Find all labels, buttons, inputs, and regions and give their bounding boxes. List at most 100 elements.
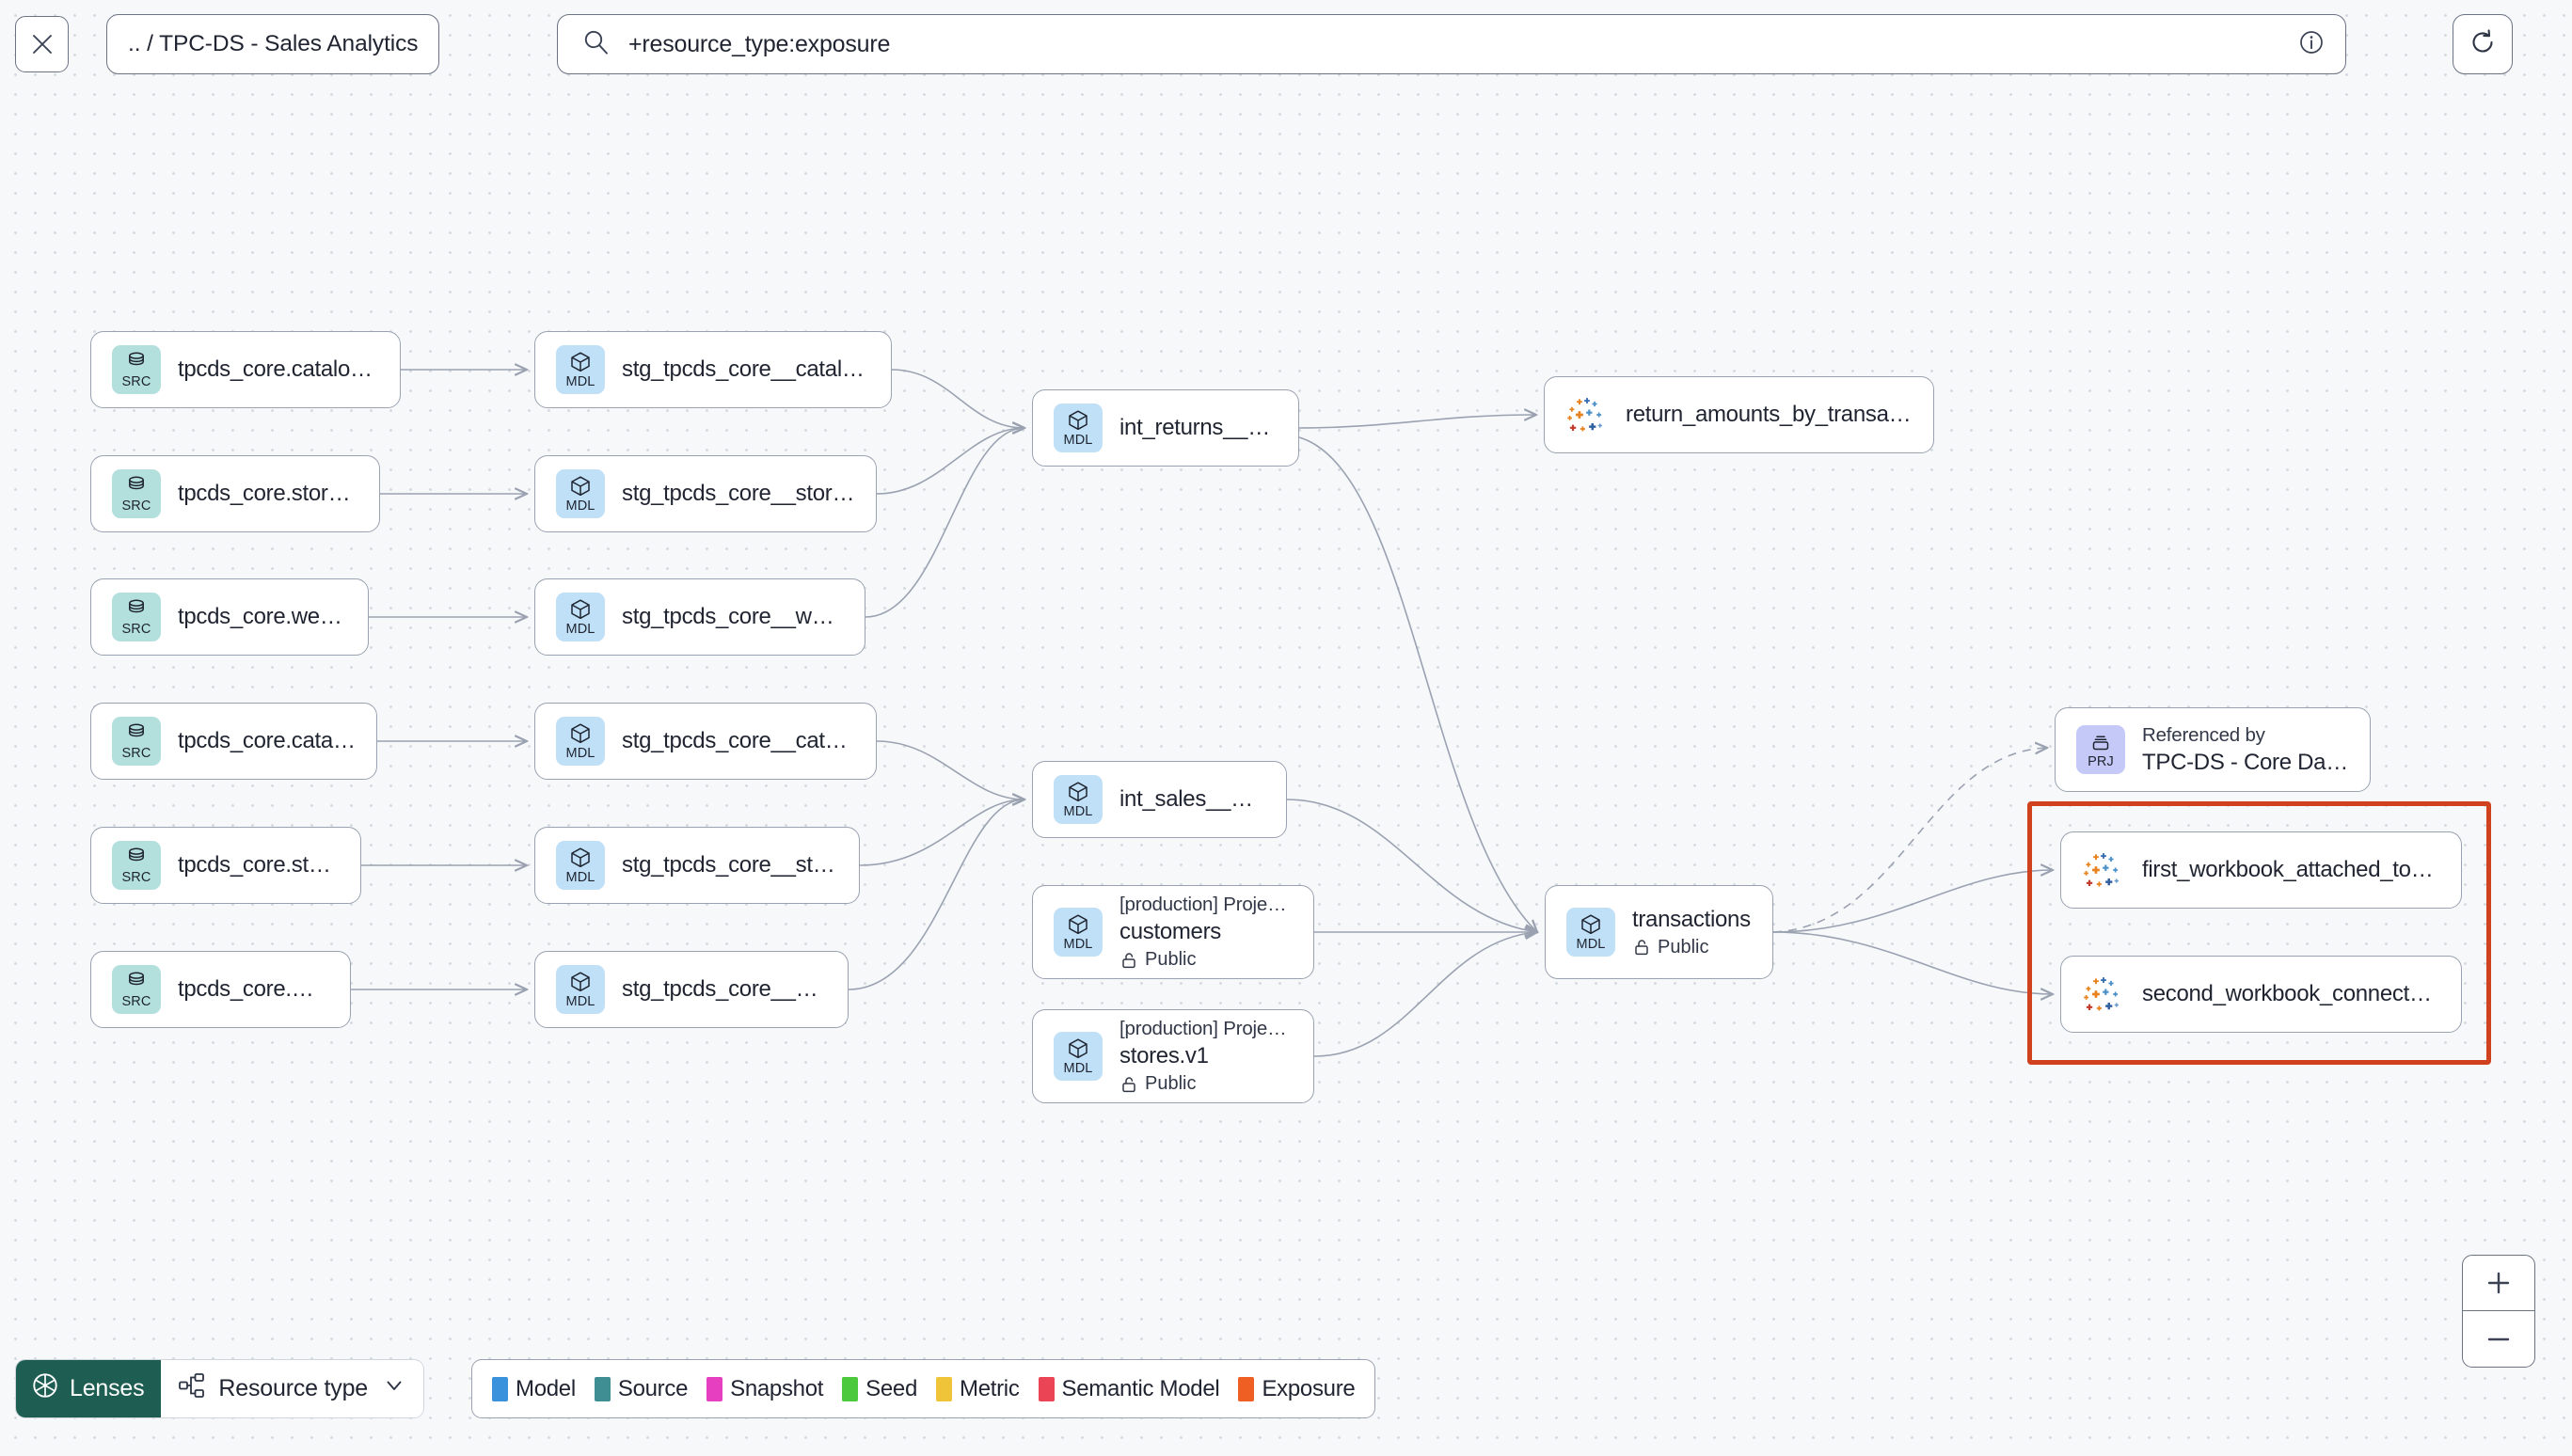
node-title: tpcds_core.web_returns (178, 604, 347, 629)
database-icon (129, 352, 144, 366)
node-type-badge-label: MDL (1063, 937, 1093, 953)
refresh-icon (2469, 28, 2497, 61)
node-text: tpcds_core.web_sales (178, 976, 329, 1003)
node-type-badge-label: MDL (565, 374, 595, 390)
legend-swatch (1238, 1376, 1255, 1401)
node-mdl-customers[interactable]: MDL[production] Project: TPC-DS - Core D… (1032, 885, 1314, 979)
cube-icon (571, 972, 590, 992)
node-exp-return-amounts[interactable]: return_amounts_by_transaction_type (1544, 376, 1934, 453)
legend-item-model[interactable]: Model (492, 1376, 576, 1402)
node-src-web-returns[interactable]: SRC tpcds_core.web_returns (90, 578, 369, 656)
legend-item-source[interactable]: Source (594, 1376, 688, 1402)
node-type-badge-mdl: MDL (556, 469, 605, 518)
node-exp-first-workbook[interactable]: first_workbook_attached_to_tpc-ds_-_… (2060, 831, 2462, 909)
node-title: stg_tpcds_core__web_sales (622, 976, 827, 1002)
chevron-down-icon (384, 1375, 405, 1402)
node-type-badge-label: SRC (121, 994, 151, 1010)
zoom-in-button[interactable] (2463, 1256, 2534, 1311)
node-title: customers (1119, 919, 1221, 944)
node-src-store-sales[interactable]: SRC tpcds_core.store_sales (90, 827, 361, 904)
node-type-badge-mdl: MDL (1054, 908, 1103, 957)
legend-item-semantic-model[interactable]: Semantic Model (1038, 1376, 1220, 1402)
node-type-badge-label: MDL (565, 622, 595, 638)
top-toolbar: .. / TPC-DS - Sales Analytics +resource_… (0, 0, 2572, 111)
node-src-web-sales[interactable]: SRC tpcds_core.web_sales (90, 951, 351, 1028)
resource-type-dropdown[interactable]: Resource type (161, 1360, 424, 1417)
cube-icon (1069, 914, 1088, 935)
legend-item-metric[interactable]: Metric (936, 1376, 1020, 1402)
node-type-badge-src: SRC (112, 593, 161, 641)
search-input[interactable]: +resource_type:exposure (628, 30, 891, 57)
node-title: stg_tpcds_core__web_returns (622, 604, 844, 629)
legend-item-seed[interactable]: Seed (842, 1376, 917, 1402)
node-text: [production] Project: TPC-DS - Core Data… (1119, 1018, 1293, 1095)
node-title: transactions (1632, 906, 1751, 932)
node-mdl-stg-catalog-returns[interactable]: MDL stg_tpcds_core__catalog_returns (534, 331, 892, 408)
node-exp-second-workbook[interactable]: second_workbook_connected_to_live… (2060, 956, 2462, 1033)
node-type-badge-src: SRC (112, 469, 161, 518)
node-mdl-stores-v1[interactable]: MDL[production] Project: TPC-DS - Core D… (1032, 1009, 1314, 1103)
legend-swatch (1038, 1376, 1055, 1401)
minus-icon (2487, 1337, 2510, 1340)
node-title: tpcds_core.catalog_sales (178, 728, 356, 753)
legend-label: Exposure (1262, 1375, 1356, 1401)
node-mdl-stg-web-returns[interactable]: MDL stg_tpcds_core__web_returns (534, 578, 865, 656)
lenses-button[interactable]: Lenses (16, 1360, 162, 1417)
node-access-meta: Public (1632, 937, 1751, 958)
legend-swatch (842, 1376, 859, 1401)
node-type-badge-mdl: MDL (556, 345, 605, 394)
node-access-meta: Public (1119, 1073, 1293, 1095)
node-type-badge-src: SRC (112, 841, 161, 890)
close-button[interactable] (15, 16, 69, 72)
info-icon[interactable] (2298, 29, 2325, 60)
cube-icon (1069, 782, 1088, 802)
legend-label: Seed (865, 1375, 917, 1401)
cube-icon (571, 723, 590, 744)
search-icon (582, 28, 610, 60)
node-type-badge-mdl: MDL (556, 593, 605, 641)
node-type-badge-mdl: MDL (556, 717, 605, 766)
node-text: tpcds_core.web_returns (178, 604, 347, 630)
node-type-badge-mdl: MDL (1054, 404, 1103, 452)
zoom-out-button[interactable] (2463, 1311, 2534, 1367)
search-bar[interactable]: +resource_type:exposure (557, 14, 2346, 74)
node-title: TPC-DS - Core Data Models (2142, 749, 2349, 775)
hierarchy-icon (178, 1371, 206, 1406)
project-stack-icon (2092, 736, 2109, 751)
node-src-catalog-sales[interactable]: SRC tpcds_core.catalog_sales (90, 703, 377, 780)
legend-swatch (707, 1376, 723, 1401)
legend-item-exposure[interactable]: Exposure (1238, 1375, 1356, 1402)
node-title: stg_tpcds_core__catalog_returns (622, 356, 870, 382)
node-type-badge-label: MDL (565, 870, 595, 886)
node-text: tpcds_core.store_sales (178, 852, 340, 878)
refresh-button[interactable] (2453, 14, 2513, 74)
legend-label: Model (516, 1375, 576, 1401)
cube-icon (1069, 1038, 1088, 1059)
unlock-icon (1122, 1076, 1135, 1092)
unlock-icon (1635, 940, 1648, 956)
node-text: return_amounts_by_transaction_type (1626, 402, 1913, 428)
legend-item-snapshot[interactable]: Snapshot (707, 1376, 823, 1402)
tableau-workbook-icon (1567, 398, 1602, 432)
node-text: first_workbook_attached_to_tpc-ds_-_… (2142, 857, 2440, 883)
node-type-badge-mdl: MDL (1566, 908, 1615, 957)
breadcrumb[interactable]: .. / TPC-DS - Sales Analytics (106, 14, 440, 74)
node-title: tpcds_core.catalog_returns (178, 356, 379, 382)
node-type-badge-mdl: MDL (556, 841, 605, 890)
node-type-badge-label: MDL (1063, 433, 1093, 449)
node-type-badge-label: SRC (121, 746, 151, 762)
node-text: stg_tpcds_core__web_sales (622, 976, 827, 1003)
cube-icon (571, 476, 590, 497)
plus-icon (2487, 1272, 2510, 1294)
